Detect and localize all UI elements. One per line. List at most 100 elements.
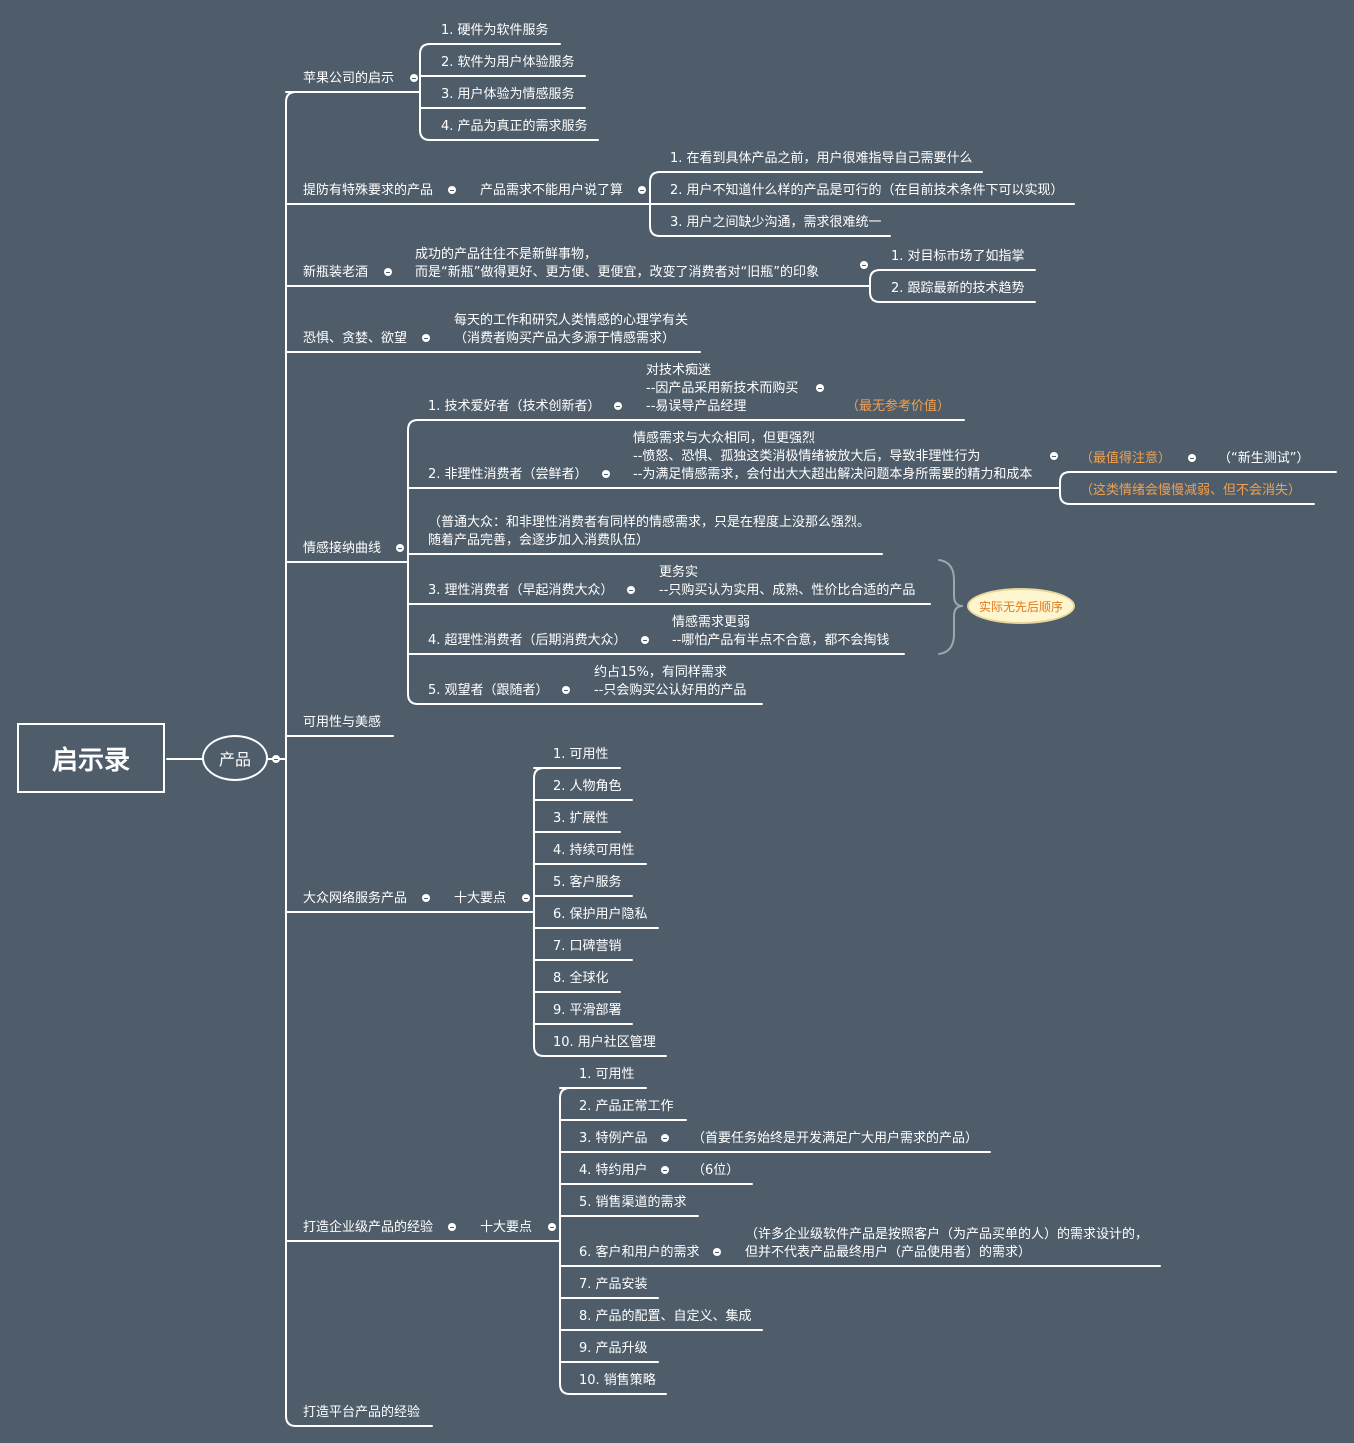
branch-fear[interactable]: 恐惧、贪婪、欲望 bbox=[303, 331, 408, 346]
list-item[interactable]: 4. 特约用户 bbox=[579, 1163, 648, 1178]
branch-special[interactable]: 提防有特殊要求的产品 bbox=[303, 183, 434, 198]
highlight-note[interactable]: （最无参考价值） bbox=[846, 399, 951, 414]
list-item[interactable]: 8. 产品的配置、自定义、集成 bbox=[579, 1309, 752, 1324]
list-item[interactable]: 7. 产品安装 bbox=[579, 1277, 648, 1292]
list-item[interactable]: 1. 在看到具体产品之前，用户很难指导自己需要什么 bbox=[670, 151, 973, 166]
description[interactable]: --只会购买公认好用的产品 bbox=[594, 683, 747, 698]
list-item[interactable]: 2. 跟踪最新的技术趋势 bbox=[891, 281, 1025, 296]
description[interactable]: 但并不代表产品最终用户（产品使用者）的需求） bbox=[745, 1245, 1032, 1260]
description[interactable]: --因产品采用新技术而购买 bbox=[646, 381, 799, 396]
list-item[interactable]: 5. 客户服务 bbox=[553, 875, 622, 890]
description[interactable]: --为满足情感需求，会付出大大超出解决问题本身所需要的精力和成本 bbox=[633, 467, 1033, 482]
list-item[interactable]: 5. 观望者（跟随者） bbox=[428, 683, 549, 698]
collapse-toggle-icon[interactable] bbox=[448, 186, 456, 194]
collapse-toggle-icon[interactable] bbox=[860, 261, 868, 269]
sub-branch[interactable]: 十大要点 bbox=[454, 891, 507, 906]
list-item[interactable]: 3. 特例产品 bbox=[579, 1131, 648, 1146]
branch-enterprise[interactable]: 打造企业级产品的经验 bbox=[303, 1220, 434, 1235]
collapse-toggle-icon[interactable] bbox=[410, 74, 418, 82]
list-item[interactable]: 1. 硬件为软件服务 bbox=[441, 23, 549, 38]
list-item[interactable]: 7. 口碑营销 bbox=[553, 939, 622, 954]
collapse-toggle-icon[interactable] bbox=[422, 334, 430, 342]
list-item[interactable]: 2. 非理性消费者（尝鲜者） bbox=[428, 467, 588, 482]
branch-platform[interactable]: 打造平台产品的经验 bbox=[303, 1405, 421, 1420]
description[interactable]: （6位） bbox=[692, 1163, 740, 1178]
list-item[interactable]: 4. 超理性消费者（后期消费大众） bbox=[428, 633, 627, 648]
description[interactable]: 随着产品完善，会逐步加入消费队伍） bbox=[428, 533, 650, 548]
list-item[interactable]: 9. 平滑部署 bbox=[553, 1003, 622, 1018]
description[interactable]: --易误导产品经理 bbox=[646, 399, 747, 414]
collapse-toggle-icon[interactable] bbox=[548, 1223, 556, 1231]
collapse-toggle-icon[interactable] bbox=[522, 894, 530, 902]
collapse-toggle-icon[interactable] bbox=[661, 1166, 669, 1174]
collapse-toggle-icon[interactable] bbox=[422, 894, 430, 902]
root-node[interactable]: 启示录 bbox=[17, 723, 165, 793]
list-item[interactable]: 10. 用户社区管理 bbox=[553, 1035, 656, 1050]
list-item[interactable]: 1. 可用性 bbox=[579, 1067, 635, 1082]
collapse-toggle-icon[interactable] bbox=[384, 268, 392, 276]
list-item[interactable]: 1. 对目标市场了如指掌 bbox=[891, 249, 1025, 264]
highlight-note[interactable]: （最值得注意） bbox=[1080, 451, 1172, 466]
collapse-toggle-icon[interactable] bbox=[396, 544, 404, 552]
list-item[interactable]: 2. 用户不知道什么样的产品是可行的（在目前技术条件下可以实现） bbox=[670, 183, 1064, 198]
branch-new-bottle[interactable]: 新瓶装老酒 bbox=[303, 265, 369, 280]
description[interactable]: --只购买认为实用、成熟、性价比合适的产品 bbox=[659, 583, 916, 598]
collapse-toggle-icon[interactable] bbox=[641, 636, 649, 644]
list-item[interactable]: 4. 持续可用性 bbox=[553, 843, 635, 858]
description[interactable]: （消费者购买产品大多源于情感需求） bbox=[454, 331, 676, 346]
list-item[interactable]: 4. 产品为真正的需求服务 bbox=[441, 119, 588, 134]
collapse-toggle-icon[interactable] bbox=[614, 402, 622, 410]
list-item[interactable]: 2. 软件为用户体验服务 bbox=[441, 55, 575, 70]
description[interactable]: 成功的产品往往不是新鲜事物， bbox=[415, 247, 598, 262]
collapse-toggle-icon[interactable] bbox=[1050, 452, 1058, 460]
collapse-toggle-icon[interactable] bbox=[638, 186, 646, 194]
collapse-toggle-icon[interactable] bbox=[562, 686, 570, 694]
list-item[interactable]: 3. 用户体验为情感服务 bbox=[441, 87, 575, 102]
collapse-toggle-icon[interactable] bbox=[602, 470, 610, 478]
list-item[interactable]: 1. 技术爱好者（技术创新者） bbox=[428, 399, 601, 414]
list-item[interactable]: 5. 销售渠道的需求 bbox=[579, 1195, 687, 1210]
description[interactable]: --哪怕产品有半点不合意，都不会掏钱 bbox=[672, 633, 890, 648]
collapse-toggle-icon[interactable] bbox=[661, 1134, 669, 1142]
description[interactable]: 情感需求与大众相同，但更强烈 bbox=[633, 431, 816, 446]
sub-branch[interactable]: 十大要点 bbox=[480, 1220, 533, 1235]
collapse-toggle-icon[interactable] bbox=[448, 1223, 456, 1231]
list-item[interactable]: 2. 产品正常工作 bbox=[579, 1099, 674, 1114]
list-item[interactable]: 2. 人物角色 bbox=[553, 779, 622, 794]
description[interactable]: （“新生测试”） bbox=[1218, 451, 1310, 466]
branch-apple[interactable]: 苹果公司的启示 bbox=[303, 71, 395, 86]
list-item[interactable]: 10. 销售策略 bbox=[579, 1373, 656, 1388]
callout-label: 实际无先后顺序 bbox=[978, 599, 1063, 614]
list-item[interactable]: 6. 客户和用户的需求 bbox=[579, 1245, 700, 1260]
description[interactable]: 情感需求更弱 bbox=[672, 615, 751, 630]
list-item[interactable]: 6. 保护用户隐私 bbox=[553, 907, 648, 922]
description[interactable]: 每天的工作和研究人类情感的心理学有关 bbox=[454, 313, 689, 328]
list-item[interactable]: 3. 用户之间缺少沟通，需求很难统一 bbox=[670, 215, 882, 230]
list-item[interactable]: 3. 理性消费者（早起消费大众） bbox=[428, 583, 614, 598]
description[interactable]: （首要任务始终是开发满足广大用户需求的产品） bbox=[692, 1131, 979, 1146]
callout-note[interactable]: 实际无先后顺序 bbox=[967, 588, 1075, 624]
main-node[interactable]: 产品 bbox=[202, 735, 268, 781]
collapse-toggle-icon[interactable] bbox=[816, 384, 824, 392]
list-item[interactable]: 3. 扩展性 bbox=[553, 811, 609, 826]
collapse-toggle-icon[interactable] bbox=[272, 755, 280, 763]
list-item[interactable]: 1. 可用性 bbox=[553, 747, 609, 762]
description[interactable]: 对技术痴迷 bbox=[646, 363, 712, 378]
branch-usability[interactable]: 可用性与美感 bbox=[303, 715, 382, 730]
collapse-toggle-icon[interactable] bbox=[713, 1248, 721, 1256]
list-item[interactable]: 9. 产品升级 bbox=[579, 1341, 648, 1356]
highlight-note[interactable]: （这类情绪会慢慢减弱、但不会消失） bbox=[1080, 483, 1302, 498]
description[interactable]: （普通大众：和非理性消费者有同样的情感需求，只是在程度上没那么强烈。 bbox=[428, 515, 871, 530]
sub-branch[interactable]: 产品需求不能用户说了算 bbox=[480, 183, 624, 198]
branch-mass-net[interactable]: 大众网络服务产品 bbox=[303, 891, 408, 906]
list-item[interactable]: 8. 全球化 bbox=[553, 971, 609, 986]
branch-curve[interactable]: 情感接纳曲线 bbox=[303, 541, 382, 556]
description[interactable]: （许多企业级软件产品是按照客户（为产品买单的人）的需求设计的， bbox=[745, 1227, 1149, 1242]
description[interactable]: 更务实 bbox=[659, 565, 699, 580]
description[interactable]: 约占15%，有同样需求 bbox=[594, 665, 727, 680]
description[interactable]: 而是“新瓶”做得更好、更方便、更便宜，改变了消费者对“旧瓶”的印象 bbox=[415, 265, 819, 280]
collapse-toggle-icon[interactable] bbox=[627, 586, 635, 594]
description[interactable]: --愤怒、恐惧、孤独这类消极情绪被放大后，导致非理性行为 bbox=[633, 449, 981, 464]
collapse-toggle-icon[interactable] bbox=[1188, 454, 1196, 462]
